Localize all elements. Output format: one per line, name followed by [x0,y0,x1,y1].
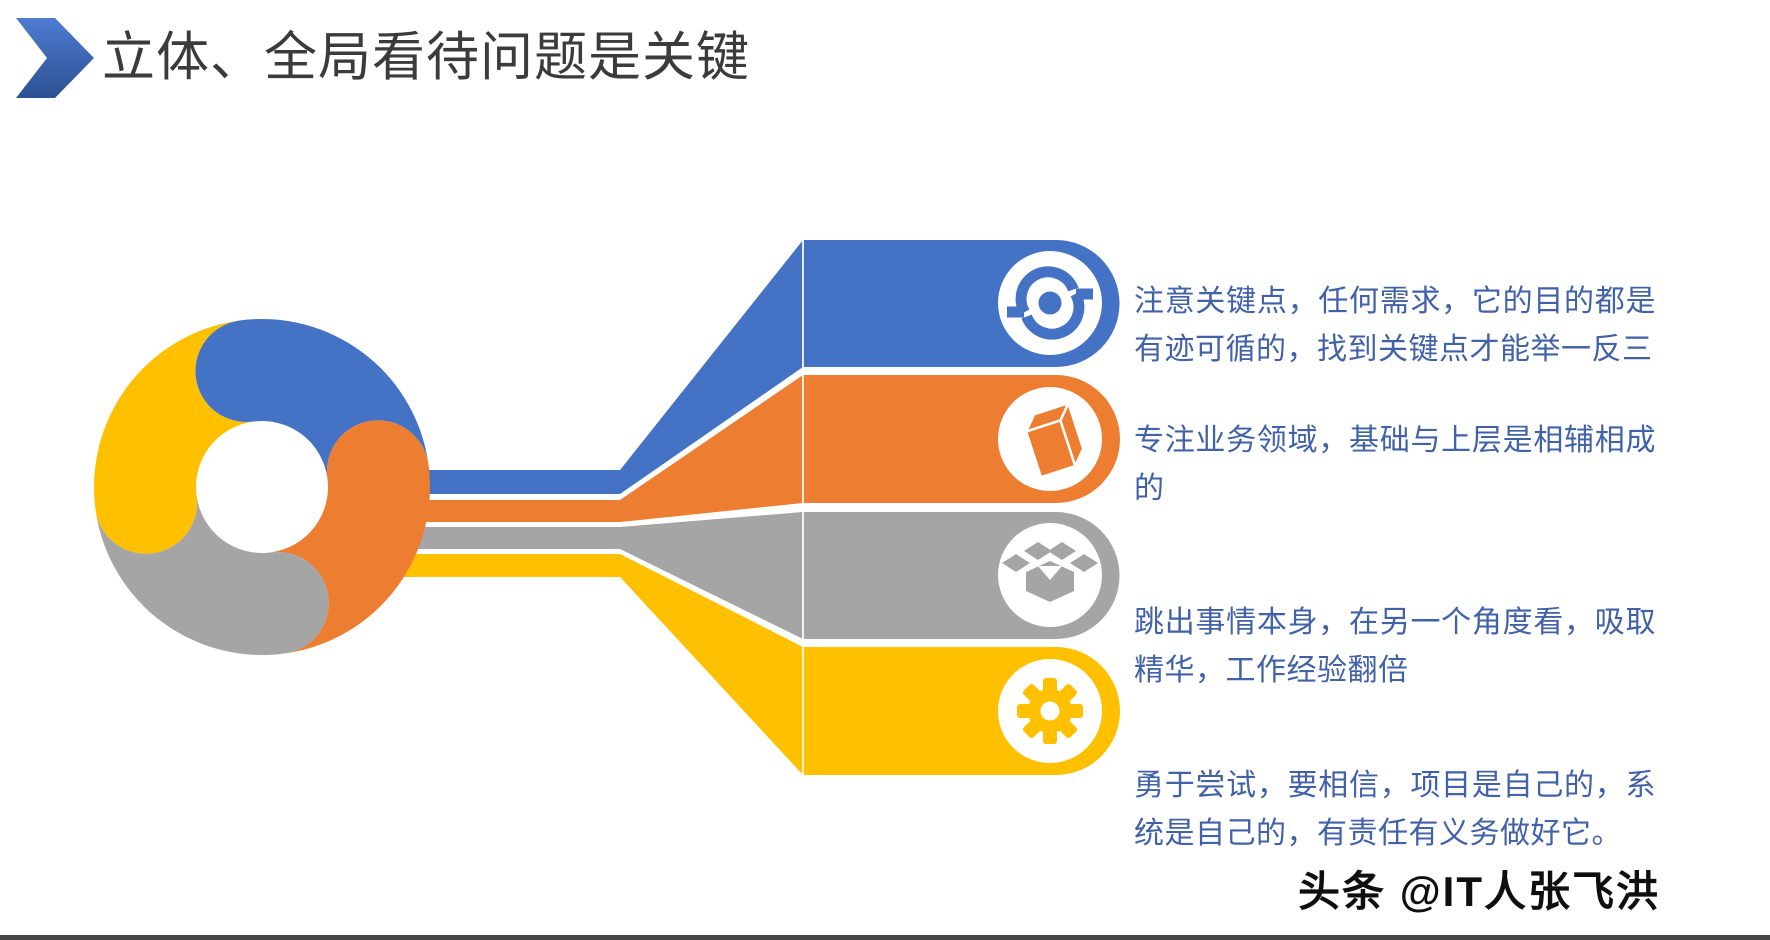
donut-segment-orange [271,420,430,654]
view-sync-icon-top-arc [1015,266,1079,315]
donut-segment-yellow [94,320,253,554]
ribbon-blue [400,240,803,494]
unbox-icon [1002,542,1098,602]
view-sync-icon-left-tab [1007,306,1024,318]
connector-ribbons [400,240,803,775]
watermark: 头条 @IT人张飞洪 [1298,868,1660,915]
swirl-donut [94,319,430,655]
donut-segment-gray [95,496,329,655]
view-sync-icon-right-tab [1076,288,1093,300]
slide-header: 立体、全局看待问题是关键 [0,0,1770,130]
chevron-shape [16,18,94,98]
book-icon [1023,399,1085,479]
unbox-icon-flap-topleft [1024,542,1052,560]
view-sync-icon [1007,266,1093,340]
chevron-right-icon [16,18,94,98]
page-title: 立体、全局看待问题是关键 [102,28,750,87]
ribbon-orange [400,375,803,522]
ribbon-gray [400,512,803,639]
unbox-icon-flap-topright [1048,542,1076,560]
ribbon-yellow [400,554,803,775]
unbox-icon-box [1026,561,1074,602]
row-text-4: 勇于尝试，要相信，项目是自己的，系统是自己的，有责任有义务做好它。 [1134,769,1656,850]
gear-icon-hole [1040,701,1060,721]
bottom-edge-bar [0,935,1770,940]
book-icon-cover [1024,418,1077,479]
unbox-icon-flap-left [1002,554,1030,572]
gear-icon [1017,678,1083,744]
row-text-1: 注意关键点，任何需求，它的目的都是有迹可循的，找到关键点才能举一反三 [1134,285,1656,366]
view-sync-icon-bottom-arc [1021,291,1085,340]
unbox-icon-flap-right [1070,554,1098,572]
row-text-3: 跳出事情本身，在另一个角度看，吸取精华，工作经验翻倍 [1134,606,1656,687]
band-seam-line [802,236,804,778]
unbox-icon-box-notch [1038,566,1062,580]
row-text-2: 专注业务领域，基础与上层是相辅相成的 [1134,424,1656,505]
view-sync-icon-pupil [1038,291,1062,315]
donut-segment-blue [195,319,429,478]
